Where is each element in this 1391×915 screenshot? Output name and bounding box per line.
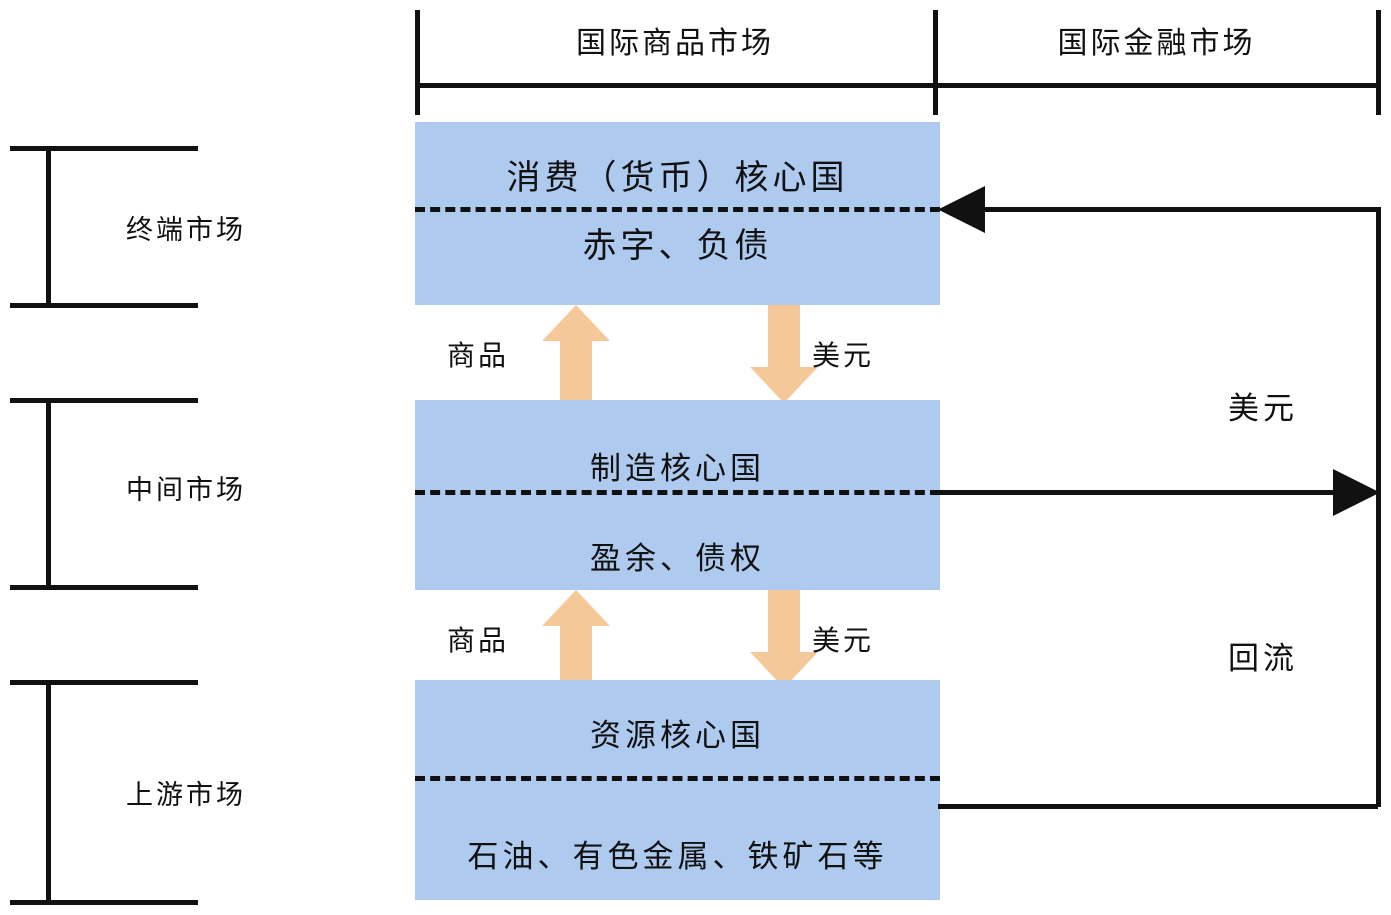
- goods-up-arrow-2: [540, 590, 612, 688]
- tier-bracket-1-top: [10, 146, 198, 151]
- box-manufacturing-core-country[interactable]: [415, 400, 940, 590]
- box-3-top-text: 资源核心国: [590, 718, 765, 753]
- flow-path-dollar-to-consumer-horizontal: [975, 207, 1378, 212]
- flow-path-surplus-outflow-horizontal: [938, 490, 1343, 495]
- header-tick-right: [1376, 10, 1381, 115]
- box-resource-core-country[interactable]: [415, 680, 940, 900]
- box-1-bottom-text: 赤字、负债: [582, 228, 773, 265]
- flow-label-reflow: 回流: [1228, 641, 1298, 676]
- header-horizontal-rule: [417, 83, 1378, 88]
- box-2-bottom-text: 盈余、债权: [590, 541, 765, 576]
- header-tick-middle: [933, 10, 938, 115]
- flow-path-dollar-to-consumer-vertical: [1376, 207, 1381, 807]
- header-label-commodity-market: 国际商品市场: [576, 27, 774, 60]
- header-tick-left: [415, 10, 420, 115]
- tier-bracket-3-stem: [46, 680, 51, 905]
- dollar-label-1: 美元: [812, 341, 875, 372]
- tier-label-terminal-market: 终端市场: [126, 215, 246, 245]
- goods-label-2: 商品: [447, 626, 510, 657]
- flow-label-dollar: 美元: [1228, 391, 1298, 426]
- goods-label-1: 商品: [447, 341, 510, 372]
- tier-bracket-2-bottom: [10, 585, 198, 590]
- box-3-bottom-text: 石油、有色金属、铁矿石等: [467, 839, 888, 874]
- box-1-top-text: 消费（货币）核心国: [506, 160, 849, 197]
- tier-bracket-2-stem: [46, 398, 51, 590]
- tier-bracket-1-bottom: [10, 303, 198, 308]
- box-1-dashed-separator: [415, 207, 940, 212]
- dollar-label-2: 美元: [812, 626, 875, 657]
- box-3-dashed-separator: [415, 776, 940, 781]
- box-consumer-core-country[interactable]: [415, 122, 940, 305]
- header-label-financial-market: 国际金融市场: [1057, 27, 1256, 60]
- box-2-top-text: 制造核心国: [590, 451, 765, 486]
- tier-bracket-3-top: [10, 680, 198, 685]
- tier-bracket-3-bottom: [10, 900, 198, 905]
- dollar-down-arrow-2: [748, 590, 820, 688]
- tier-bracket-1-stem: [46, 146, 51, 308]
- goods-up-arrow-1: [540, 305, 612, 403]
- dollar-down-arrow-1: [748, 305, 820, 403]
- box-2-dashed-separator: [415, 490, 940, 495]
- tier-label-intermediate-market: 中间市场: [126, 475, 246, 505]
- flow-path-resource-bottom-horizontal: [938, 804, 1378, 809]
- tier-bracket-2-top: [10, 398, 198, 403]
- tier-label-upstream-market: 上游市场: [126, 780, 246, 810]
